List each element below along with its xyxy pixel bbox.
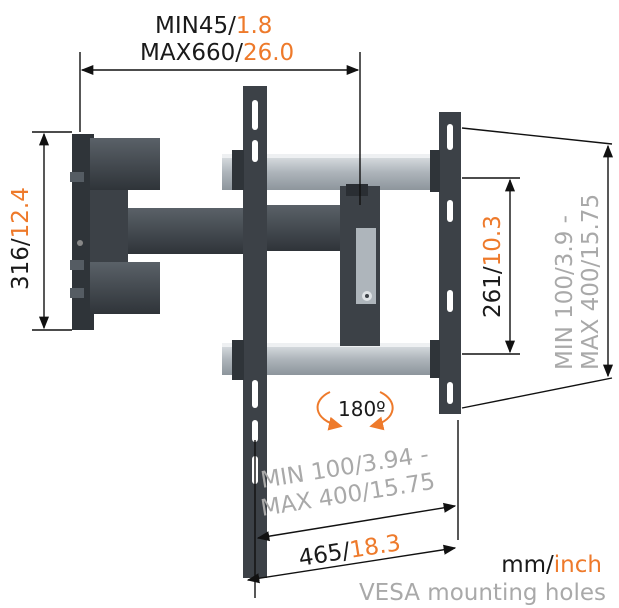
wall-height-label: 316/12.4 bbox=[8, 187, 34, 290]
depth-min-label: MIN45/1.8 bbox=[155, 13, 272, 39]
unit-legend: mm/inch bbox=[501, 552, 602, 578]
rail-spacing-label: 261/10.3 bbox=[480, 215, 506, 318]
depth-max-label: MAX660/26.0 bbox=[140, 40, 294, 66]
rotation-label: 180º bbox=[338, 397, 386, 421]
tv-mount-product bbox=[70, 86, 461, 578]
center-tilt-unit bbox=[340, 184, 380, 346]
vertical-bracket-right bbox=[430, 112, 461, 414]
width-arrow bbox=[246, 544, 457, 584]
brand-logo-icon bbox=[362, 291, 372, 301]
wall-plate bbox=[70, 134, 160, 330]
vesa-caption: VESA mounting holes bbox=[359, 580, 606, 606]
vesa-vertical-label-line1: MIN 100/3.9 - bbox=[552, 215, 578, 370]
rotation-arrow-icon bbox=[316, 391, 394, 431]
swing-arm bbox=[128, 205, 348, 254]
dimension-lines bbox=[32, 52, 614, 598]
width-label: 465/18.3 bbox=[297, 530, 403, 572]
vesa-vertical-label-line2: MAX 400/15.75 bbox=[578, 194, 604, 370]
vesa-horizontal-arrow bbox=[256, 502, 457, 542]
vertical-bracket-left bbox=[232, 86, 267, 578]
